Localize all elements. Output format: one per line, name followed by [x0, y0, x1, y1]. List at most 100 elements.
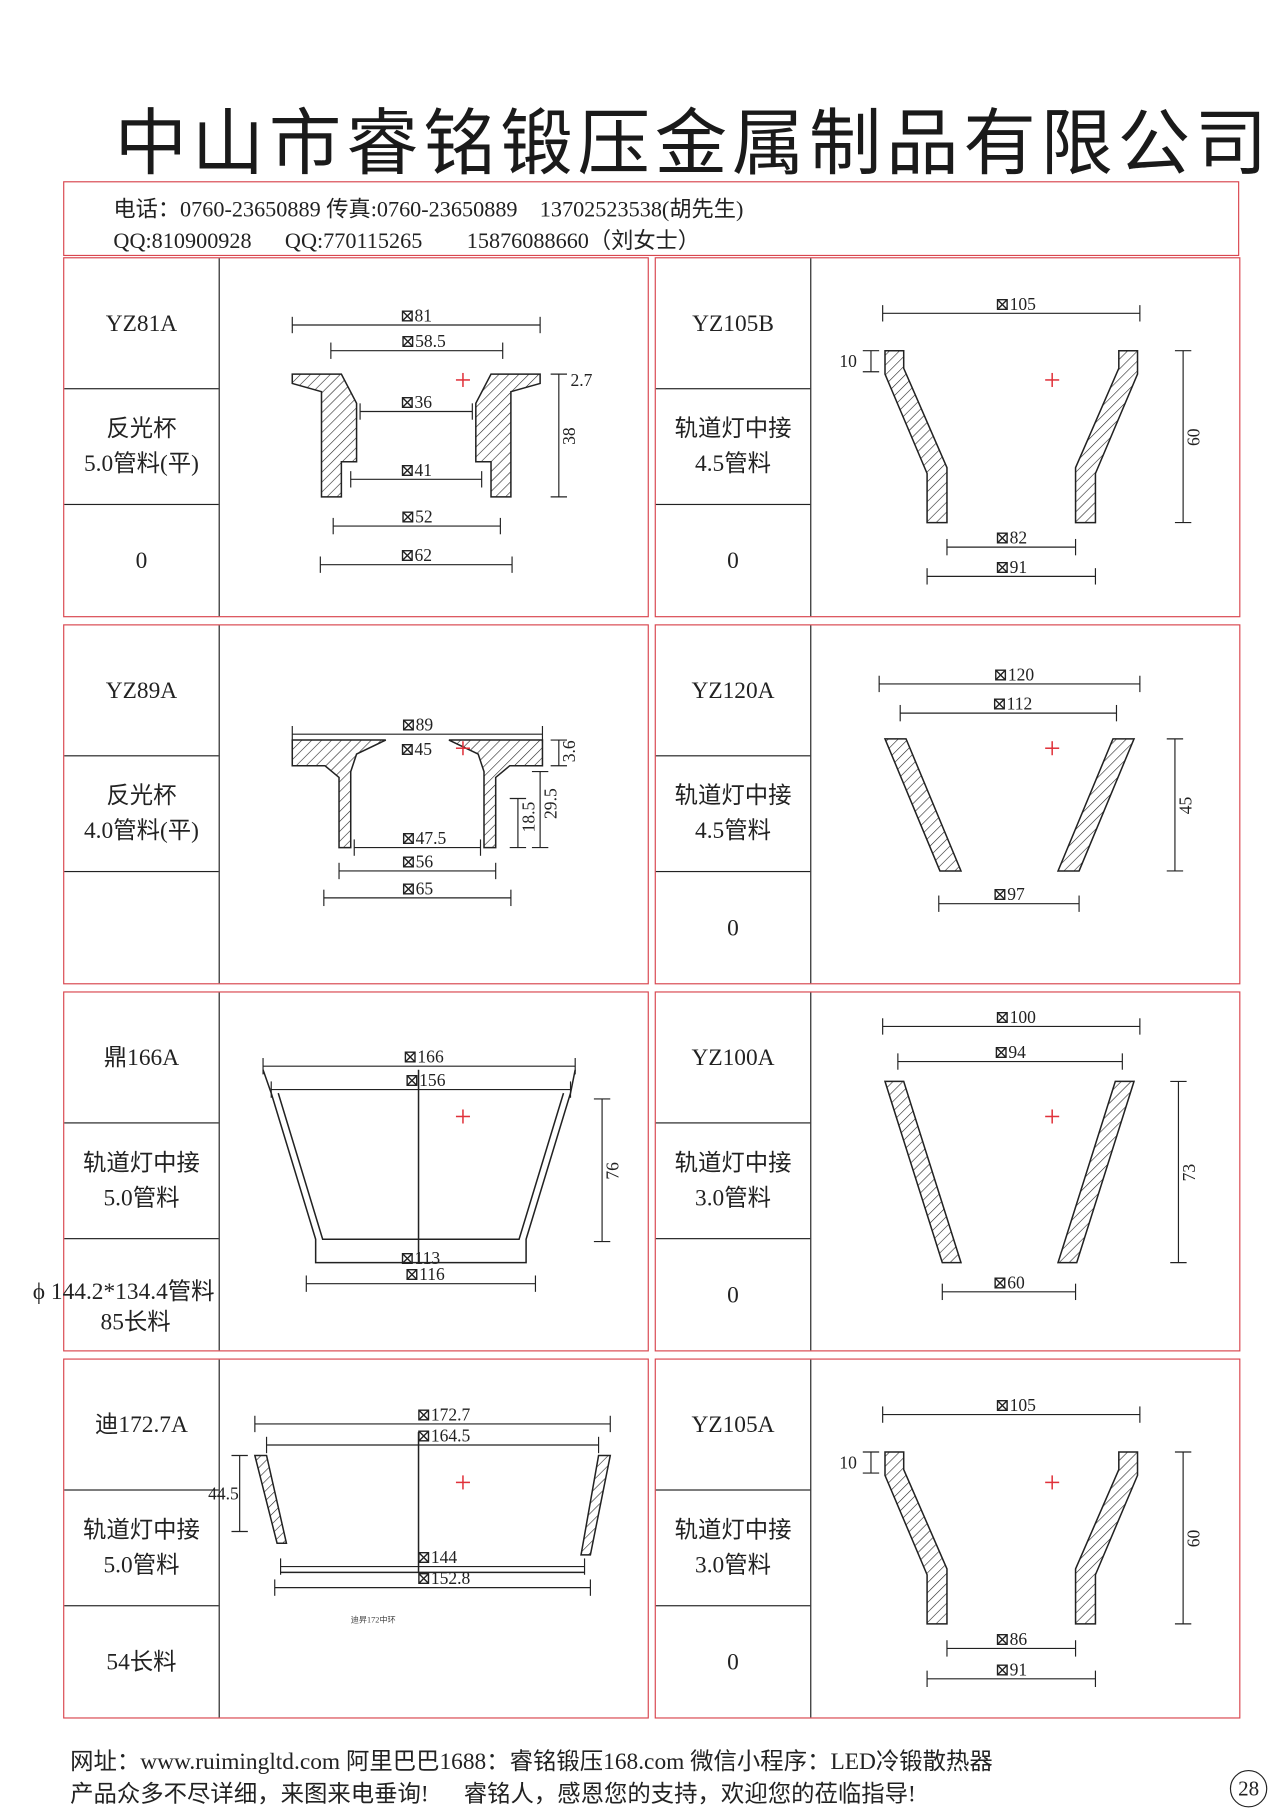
product-type: 轨道灯中接: [83, 1517, 200, 1544]
center-mark-icon: [1045, 372, 1060, 387]
profile-di172-left: [253, 1454, 288, 1544]
product-type: 反光杯: [106, 416, 177, 442]
dimension-label: 60: [1183, 1530, 1203, 1548]
dimension-label: ⊠156: [405, 1070, 446, 1090]
footer-slogan: 产品众多不尽详细，来图来电垂询! 睿铭人，感恩您的支持，欢迎您的莅临指导!: [70, 1781, 916, 1808]
product-code-cell: YZ120A: [656, 625, 810, 755]
dimension-label: 73: [1179, 1164, 1199, 1182]
product-material: 3.0管料: [695, 1552, 772, 1579]
product-label-column: YZ120A 轨道灯中接 4.5管料 0: [655, 625, 812, 984]
profile-yz100a-right: [1056, 1080, 1136, 1264]
dimension-label: ⊠116: [405, 1264, 446, 1284]
product-code: YZ81A: [105, 310, 178, 337]
product-code-cell: YZ100A: [656, 993, 810, 1123]
product-material: 4.5管料: [695, 818, 772, 845]
dimension-label: ⊠144: [416, 1547, 457, 1567]
product-code: YZ120A: [691, 677, 775, 704]
dimension-label: 45: [1175, 797, 1195, 815]
center-mark-icon: [455, 741, 470, 756]
center-mark-icon: [1045, 741, 1060, 756]
product-code-cell: YZ81A: [64, 258, 218, 388]
product-code: YZ100A: [691, 1044, 775, 1071]
product-note-cell: 54长料: [64, 1605, 219, 1717]
center-mark-icon: [455, 1475, 470, 1490]
product-material: 5.0管料: [103, 1552, 180, 1579]
product-desc-cell: 轨道灯中接 3.0管料: [655, 1489, 811, 1605]
product-code: YZ105B: [692, 310, 774, 337]
dimension-label: ⊠41: [400, 460, 432, 480]
product-note-cell: 0: [655, 1605, 811, 1717]
dimension-label: ⊠81: [400, 305, 432, 325]
dimension-label: ⊠105: [995, 1395, 1036, 1415]
profile-yz105a-right: [1074, 1451, 1139, 1625]
product-label-column: 迪172.7A 轨道灯中接 5.0管料 54长料: [64, 1359, 220, 1718]
dimension-label: ⊠100: [995, 1007, 1036, 1027]
product-code: 鼎166A: [103, 1044, 180, 1071]
product-code: YZ89A: [105, 677, 178, 704]
product-material: 4.0管料(平): [83, 818, 199, 845]
dimension-label: ⊠82: [995, 528, 1027, 548]
dimension-label: ⊠91: [995, 557, 1027, 577]
product-note-cell: 0: [655, 870, 811, 983]
dimension-label: ⊠113: [400, 1248, 441, 1268]
page-number: 28: [1229, 1770, 1268, 1808]
dimension-label: 10: [839, 1452, 857, 1472]
product-cell: YZ89A 反光杯 4.0管料(平): [63, 624, 649, 985]
dimension-label: ⊠97: [993, 884, 1025, 904]
dimension-label: ⊠112: [992, 694, 1032, 714]
dimension-label: 18.5: [518, 801, 538, 832]
product-note-overflow: ϕ 144.2*134.4管料: [32, 1278, 215, 1305]
dimension-label: ⊠164.5: [416, 1425, 470, 1445]
dimension-label: 3.6: [559, 740, 579, 762]
product-note: 0: [727, 914, 739, 941]
dimension-label: ⊠94: [994, 1042, 1026, 1062]
product-desc-cell: 轨道灯中接 4.5管料: [655, 755, 811, 871]
profile-yz89a-left: [291, 739, 387, 849]
profile-yz120a-right: [1056, 738, 1136, 872]
product-type: 反光杯: [106, 783, 177, 810]
product-type: 轨道灯中接: [674, 416, 792, 442]
product-type: 轨道灯中接: [674, 1517, 792, 1544]
dimension-label: 76: [602, 1162, 622, 1180]
outline-ding166-outer: [262, 1069, 576, 1264]
dimension-label: ⊠45: [400, 739, 432, 759]
product-note-overflow: 85长料: [100, 1309, 171, 1336]
dimension-label: ⊠166: [403, 1047, 444, 1067]
product-cell: YZ120A 轨道灯中接 4.5管料 0: [654, 624, 1241, 985]
company-title: 中山市睿铭锻压金属制品有限公司: [114, 105, 1272, 185]
product-note: 0: [727, 1649, 739, 1675]
dimension-label: 10: [839, 351, 857, 371]
dimension-label: ⊠89: [401, 715, 433, 735]
dimension-label: ⊠62: [400, 545, 432, 565]
product-desc-cell: 轨道灯中接 5.0管料: [64, 1489, 219, 1605]
outline-ding166-inner: [277, 1092, 565, 1240]
dimension-label: 60: [1183, 428, 1203, 446]
product-type: 轨道灯中接: [674, 1150, 792, 1177]
dimension-label: ⊠86: [995, 1629, 1027, 1649]
product-type: 轨道灯中接: [674, 783, 792, 810]
product-note-cell: [64, 1238, 219, 1350]
contact-line-qq: QQ:810900928 QQ:770115265 15876088660（刘女…: [113, 229, 700, 254]
dimension-label: 2.7: [571, 370, 593, 390]
product-code-cell: 迪172.7A: [64, 1360, 218, 1490]
dimension-label: ⊠105: [995, 294, 1036, 314]
product-code-cell: YZ105B: [656, 258, 810, 388]
product-note: 0: [135, 547, 148, 574]
product-label-column: YZ105A 轨道灯中接 3.0管料 0: [655, 1359, 812, 1718]
product-code-cell: YZ105A: [656, 1360, 810, 1490]
product-note-cell: 0: [655, 1238, 811, 1350]
profile-yz120a-left: [883, 738, 963, 872]
profile-yz105b-right: [1074, 349, 1139, 524]
